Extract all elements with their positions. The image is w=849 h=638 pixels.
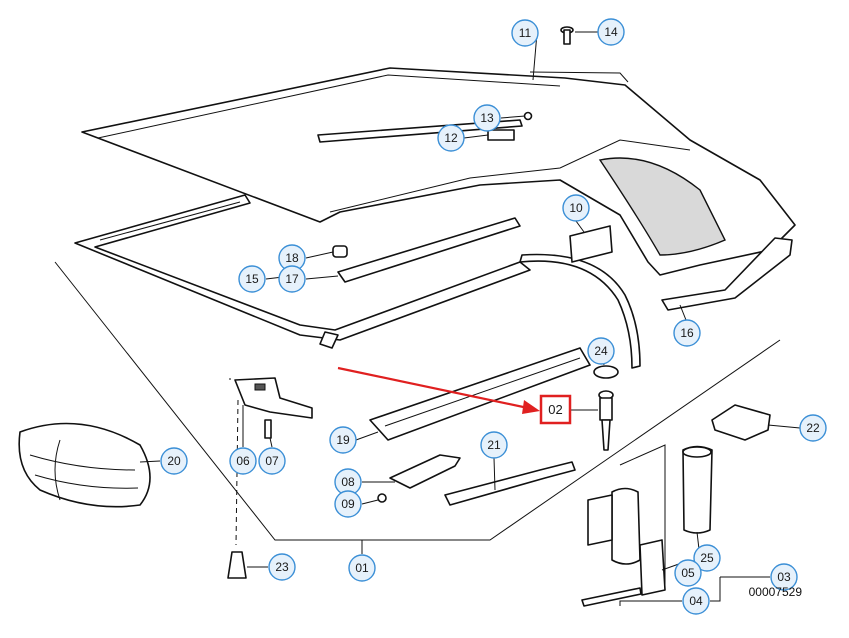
svg-text:22: 22: [806, 421, 820, 435]
svg-text:02: 02: [548, 402, 562, 417]
callout-03[interactable]: 03: [770, 563, 798, 591]
cover-20: [18, 422, 151, 508]
callout-25[interactable]: 25: [693, 544, 721, 572]
callout-24[interactable]: 24: [587, 337, 615, 365]
svg-text:07: 07: [265, 454, 279, 468]
bushing-23: [227, 551, 247, 579]
bolt-14: [560, 26, 574, 45]
callout-05[interactable]: 05: [674, 559, 702, 587]
svg-text:10: 10: [569, 201, 583, 215]
svg-text:20: 20: [167, 454, 181, 468]
svg-text:09: 09: [341, 497, 355, 511]
lock-assembly: [593, 365, 619, 451]
callout-01[interactable]: 01: [348, 554, 376, 582]
callout-13[interactable]: 13: [473, 104, 501, 132]
svg-text:24: 24: [594, 344, 608, 358]
seal-frame: [74, 194, 531, 349]
svg-text:01: 01: [355, 561, 369, 575]
svg-text:14: 14: [604, 25, 618, 39]
svg-text:12: 12: [444, 131, 458, 145]
bracket-22: [711, 404, 771, 441]
assembly-outline: [54, 261, 781, 541]
clip-13: [523, 111, 533, 121]
callout-06[interactable]: 06: [229, 447, 257, 475]
callout-23[interactable]: 23: [268, 553, 296, 581]
svg-text:21: 21: [487, 438, 501, 452]
callout-12[interactable]: 12: [437, 124, 465, 152]
svg-text:25: 25: [700, 551, 714, 565]
svg-text:04: 04: [689, 594, 703, 608]
wrench-21: [444, 461, 576, 506]
callout-17[interactable]: 17: [278, 265, 306, 293]
plate-10: [569, 225, 613, 263]
diagram-code: 00007529: [749, 585, 803, 599]
highlight-arrow: [337, 366, 529, 410]
side-arch-trim: [519, 253, 641, 369]
svg-text:05: 05: [681, 566, 695, 580]
callout-21[interactable]: 21: [480, 431, 508, 459]
callout-14[interactable]: 14: [597, 18, 625, 46]
callout-18[interactable]: 18: [278, 244, 306, 272]
rail-19: [369, 347, 591, 441]
svg-text:13: 13: [480, 111, 494, 125]
retainer-12: [487, 129, 515, 141]
svg-text:08: 08: [341, 475, 355, 489]
callout-19[interactable]: 19: [329, 426, 357, 454]
callout-16[interactable]: 16: [673, 319, 701, 347]
svg-text:06: 06: [236, 454, 250, 468]
callout-11[interactable]: 11: [511, 19, 539, 47]
callout-15[interactable]: 15: [238, 265, 266, 293]
svg-text:03: 03: [777, 570, 791, 584]
latch-08: [377, 454, 461, 503]
holder-assembly: [581, 444, 713, 607]
svg-text:18: 18: [285, 251, 299, 265]
hinge-06: [234, 377, 313, 419]
seal-16: [661, 237, 793, 311]
screw-07: [264, 419, 272, 439]
svg-text:17: 17: [285, 272, 299, 286]
svg-text:11: 11: [519, 26, 532, 40]
hardtop-roof: [81, 67, 796, 276]
callout-10[interactable]: 10: [562, 194, 590, 222]
highlight-arrow-head: [522, 400, 540, 414]
callout-07[interactable]: 07: [258, 447, 286, 475]
svg-text:23: 23: [275, 560, 289, 574]
callout-02[interactable]: 02: [539, 394, 572, 425]
svg-text:16: 16: [680, 326, 694, 340]
cap-18: [332, 245, 348, 258]
callout-04[interactable]: 04: [682, 587, 710, 615]
svg-text:19: 19: [336, 433, 350, 447]
strip-17: [337, 217, 521, 283]
callout-20[interactable]: 20: [160, 447, 188, 475]
callout-09[interactable]: 09: [334, 490, 362, 518]
svg-text:15: 15: [245, 272, 259, 286]
callout-22[interactable]: 22: [799, 414, 827, 442]
